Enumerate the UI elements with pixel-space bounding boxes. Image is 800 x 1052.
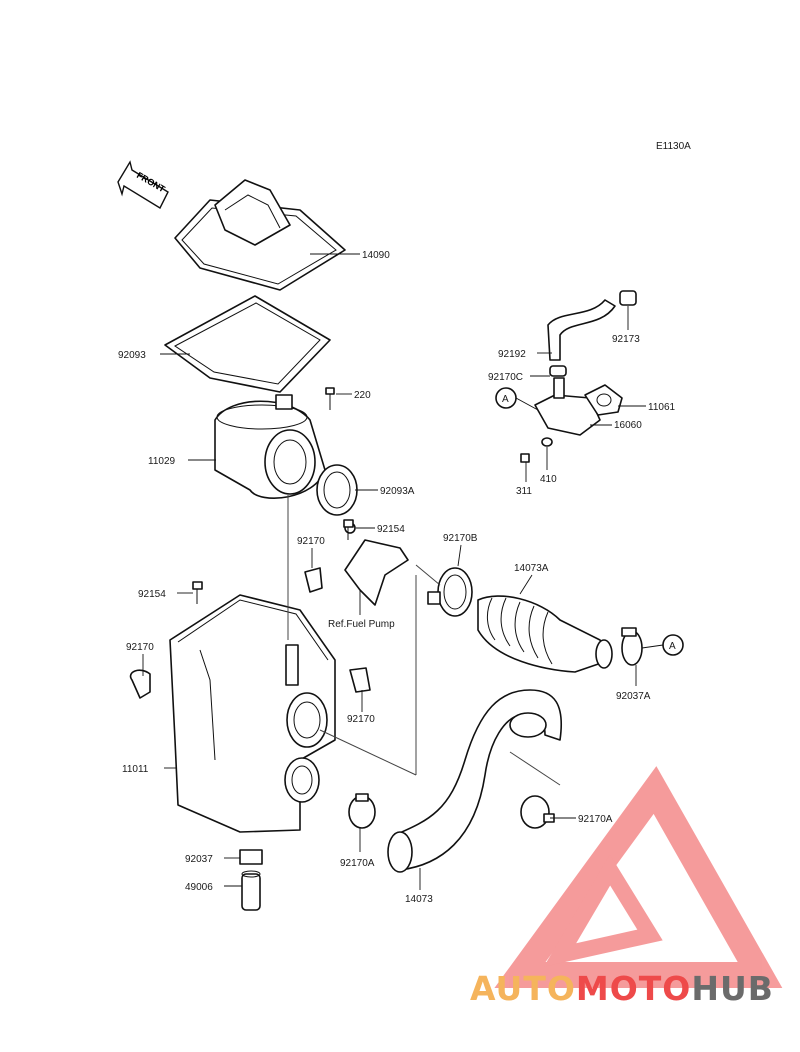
- bolt-311: [520, 453, 530, 463]
- seal-ring: [316, 464, 358, 516]
- label-311: 311: [516, 486, 532, 497]
- label-92037A: 92037A: [616, 691, 651, 702]
- label-49006: 49006: [185, 882, 213, 893]
- label-410: 410: [540, 474, 557, 485]
- screw-92154-right: [343, 519, 354, 540]
- air-filter: [214, 394, 326, 499]
- bellows-boot: [477, 595, 613, 673]
- svg-text:A: A: [669, 641, 676, 652]
- label-92170A-left: 92170A: [340, 858, 375, 869]
- label-11061: 11061: [648, 402, 676, 413]
- watermark-hub: HUB: [691, 969, 774, 1008]
- label-16060: 16060: [614, 420, 642, 431]
- label-92173: 92173: [612, 334, 640, 345]
- clamp-92170A-left: [348, 793, 376, 829]
- label-11029: 11029: [148, 456, 176, 467]
- label-92170C: 92170C: [488, 372, 523, 383]
- label-14073A: 14073A: [514, 563, 549, 574]
- label-14090: 14090: [362, 250, 390, 261]
- gasket: [164, 295, 331, 393]
- clamp-92170B: [427, 567, 473, 617]
- drain-tube: [241, 870, 261, 911]
- clamp-92170A-right: [520, 795, 555, 829]
- callout-a-lower: A: [662, 634, 684, 656]
- breather-hose: [547, 299, 616, 361]
- clamp-92173: [619, 290, 637, 306]
- callout-a-upper: A: [495, 387, 517, 409]
- label-92093A: 92093A: [380, 486, 415, 497]
- label-92170-left: 92170: [126, 642, 154, 653]
- breather-housing-16060: [534, 377, 601, 436]
- label-92170-center: 92170: [297, 536, 325, 547]
- bracket: [344, 522, 409, 606]
- watermark-logo: [494, 766, 783, 988]
- clip-left: [129, 669, 151, 699]
- clamp-92037A: [621, 627, 643, 666]
- leader-lines: [142, 253, 664, 890]
- svg-text:A: A: [502, 394, 509, 405]
- label-92037: 92037: [185, 854, 213, 865]
- washer-410: [541, 437, 553, 447]
- diagram-code: E1130A: [656, 141, 691, 152]
- clip-center: [304, 567, 323, 593]
- label-92192: 92192: [498, 349, 526, 360]
- label-92154-left: 92154: [138, 589, 166, 600]
- front-arrow: FRONT: [117, 160, 169, 209]
- label-ref-fuel-pump: Ref.Fuel Pump: [328, 619, 395, 630]
- label-92170A-right: 92170A: [578, 814, 613, 825]
- part-labels: 14090 92093 220 11029 92093A 92154 92170…: [118, 250, 676, 905]
- gasket-11061: [584, 384, 623, 416]
- label-11011: 11011: [122, 764, 149, 775]
- airbox-cover: [174, 179, 346, 291]
- label-14073: 14073: [405, 894, 433, 905]
- label-220: 220: [354, 390, 371, 401]
- watermark-auto: AUTO: [470, 969, 576, 1008]
- intake-duct: [387, 689, 562, 873]
- label-92170B: 92170B: [443, 533, 478, 544]
- bolt-220: [325, 387, 335, 410]
- clip-right: [349, 667, 371, 693]
- label-92154-right: 92154: [377, 524, 405, 535]
- clamp-92170C: [549, 365, 567, 377]
- watermark-text: AUTOMOTOHUB: [470, 969, 774, 1008]
- airbox-body: [169, 594, 336, 833]
- label-92170-right: 92170: [347, 714, 375, 725]
- drain-clamp: [239, 849, 263, 865]
- watermark-moto: MOTO: [576, 969, 691, 1008]
- label-92093: 92093: [118, 350, 146, 361]
- screw-92154-left: [192, 581, 203, 604]
